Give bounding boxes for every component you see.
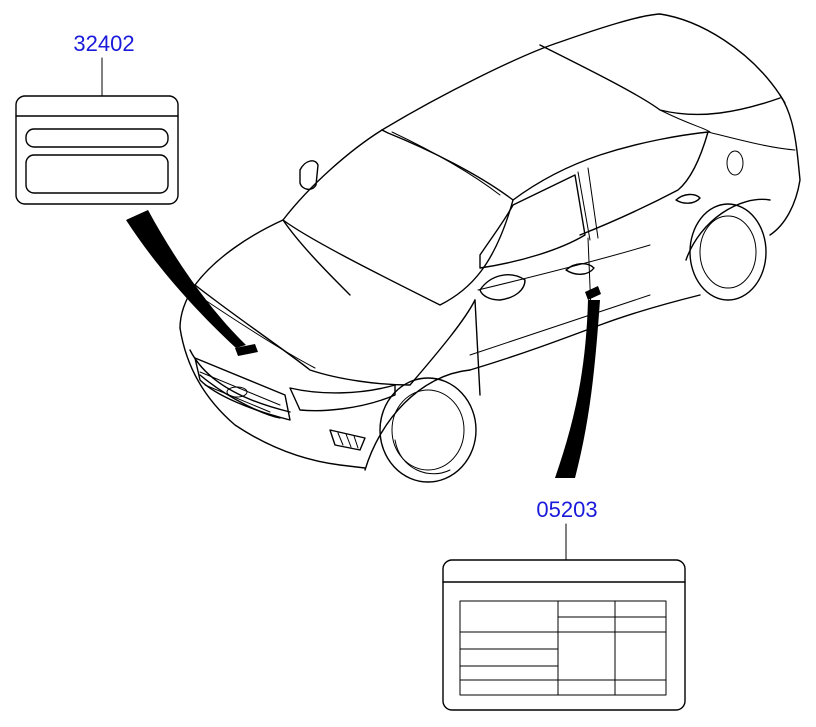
- part-number-32402[interactable]: 32402: [73, 31, 134, 56]
- car-outline: [179, 13, 801, 483]
- part-number-05203[interactable]: 05203: [536, 497, 597, 522]
- label-32402-panel[interactable]: [15, 95, 179, 205]
- label-05203-panel[interactable]: [442, 559, 686, 711]
- leader-05203: [555, 300, 600, 561]
- label-marker-door: [585, 286, 601, 300]
- label-marker-hood: [235, 344, 258, 356]
- leader-32402: [101, 57, 246, 348]
